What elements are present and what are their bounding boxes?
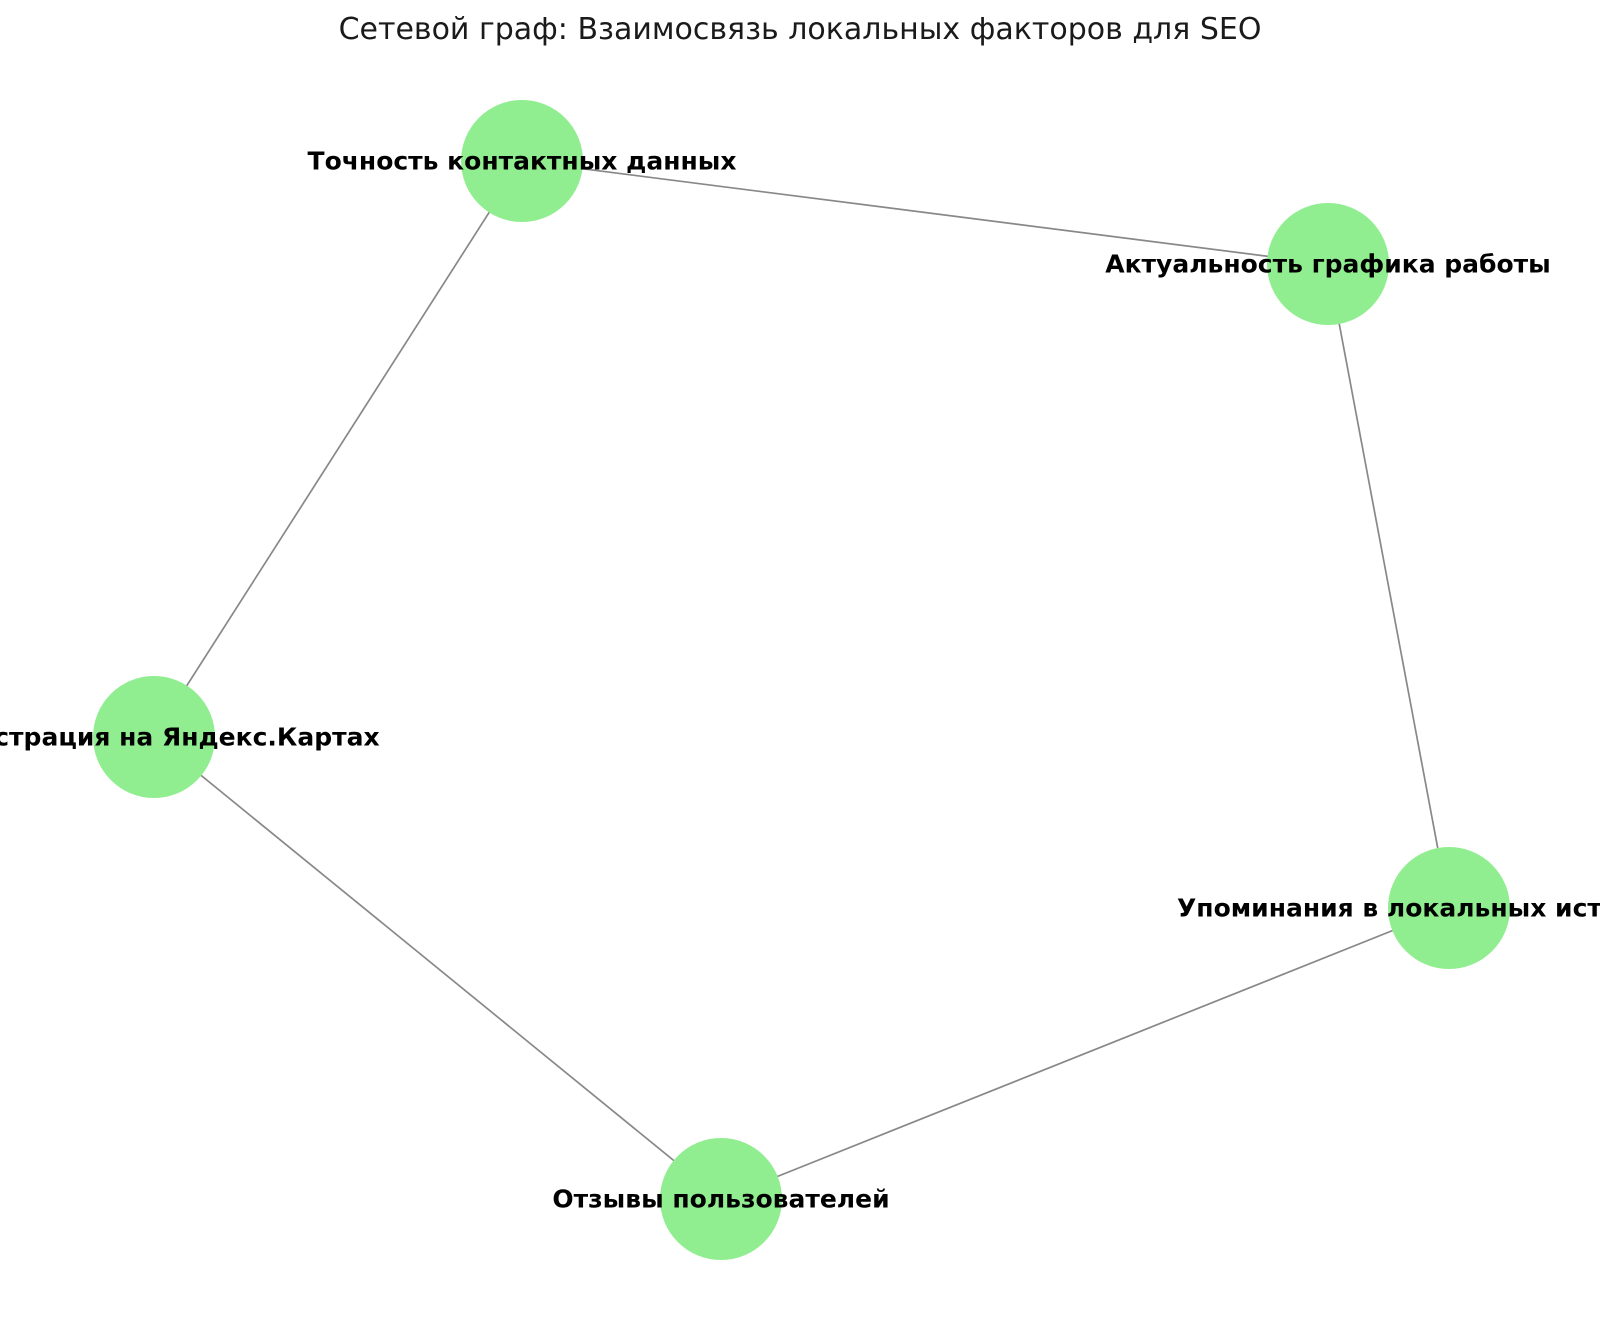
graph-edge xyxy=(153,736,722,1200)
node-label-yandex-maps-registration: Регистрация на Яндекс.Картах xyxy=(0,722,380,752)
node-label-schedule-freshness: Актуальность графика работы xyxy=(1105,249,1551,279)
graph-edge xyxy=(153,160,523,738)
node-label-user-reviews: Отзывы пользователей xyxy=(552,1184,890,1214)
chart-title: Сетевой граф: Взаимосвязь локальных факт… xyxy=(338,12,1262,47)
node-label-local-sources-mentions: Упоминания в локальных источниках xyxy=(1177,893,1600,923)
node-local-sources-mentions xyxy=(1388,847,1510,969)
node-yandex-maps-registration xyxy=(93,676,215,798)
node-contact-data-accuracy xyxy=(461,100,583,222)
graph-edge xyxy=(1327,263,1450,909)
graph-edge xyxy=(521,160,1329,265)
graph-edge xyxy=(720,907,1450,1200)
node-label-contact-data-accuracy: Точность контактных данных xyxy=(307,146,737,176)
node-user-reviews xyxy=(660,1138,782,1260)
node-schedule-freshness xyxy=(1267,203,1389,325)
